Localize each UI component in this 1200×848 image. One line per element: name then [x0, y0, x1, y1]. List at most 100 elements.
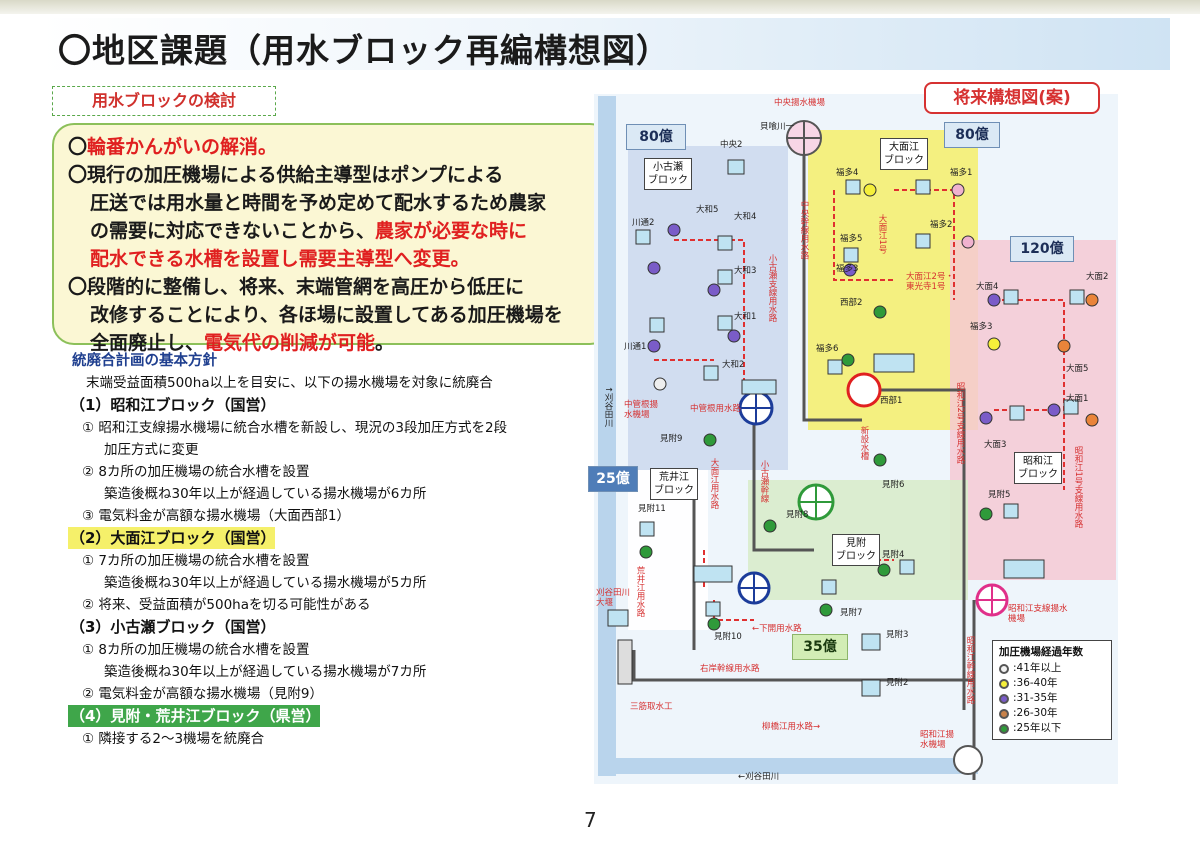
pipe-chuo — [802, 130, 862, 422]
label-kariyata-n: ↑刈谷田川 — [603, 386, 613, 428]
summary-line: 全面廃止し、電気代の削減が可能。 — [90, 332, 395, 354]
age-legend: 加圧機場経過年数 :41年以上 :36-40年 :31-35年 :26-30年 … — [992, 640, 1112, 740]
cost-showae: 120億 — [1010, 236, 1074, 262]
label-arai-canal: 荒井江用水路 — [635, 566, 645, 617]
block-showae: （1）昭和江ブロック（国営） ① 昭和江支線揚水機場に統合水槽を新設し、現況の3… — [70, 394, 572, 527]
policy-line: ② 将来、受益面積が500haを切る可能性がある — [82, 597, 371, 613]
station-label: 大面2 — [1086, 272, 1109, 282]
station-label: 大面5 — [1066, 364, 1089, 374]
legend-swatch-purple — [999, 693, 1009, 704]
station-label: 西部1 — [880, 396, 903, 406]
station-label: 川通1 — [624, 342, 647, 352]
block-omoe: （2）大面江ブロック（国営） ① 7カ所の加圧機場の統合水槽を設置 築造後概ね3… — [68, 527, 572, 616]
station-label: 見附7 — [840, 608, 863, 618]
label-showae-main-pump: 昭和江揚水機場 — [920, 730, 955, 750]
label-nakakanri: 中管根用水路 — [690, 404, 742, 414]
label-showae2: 昭和江2号支線用水路 — [955, 382, 965, 464]
legend-swatch-green — [999, 723, 1009, 734]
water-block-diagram — [594, 90, 1118, 784]
policy-heading: 統廃合計画の基本方針 — [72, 353, 217, 369]
station-label: 福多2 — [930, 220, 953, 230]
stations-green — [639, 305, 993, 631]
policy-line: ② 電気料金が高額な揚水機場（見附9） — [82, 686, 323, 702]
stations-yellow — [863, 183, 1001, 351]
station-label: 見附9 — [660, 434, 683, 444]
policy-line: ① 隣接する2～3機場を統廃合 — [82, 731, 265, 747]
stations-orange — [1057, 293, 1099, 427]
pipe-kogose — [752, 410, 814, 552]
label-kaisou: 貝喰川一 — [760, 122, 795, 132]
summary-line: 圧送では用水量と時間を予め定めて配水するため農家 — [90, 192, 547, 214]
cost-omoe: 80億 — [944, 122, 1000, 148]
station-label: 見附4 — [882, 550, 905, 560]
label-new-tank: 新設水槽 — [859, 426, 869, 460]
legend-item: :36-40年 — [999, 676, 1105, 691]
policy-line: 築造後概ね30年以上が経過している揚水機場が5カ所 — [104, 575, 427, 591]
pipe-ugan — [632, 650, 974, 682]
cost-arai: 25億 — [588, 466, 638, 492]
label-shimokai: ←下開用水路 — [752, 624, 802, 634]
pipe-showae — [862, 388, 966, 710]
summary-line: の需要に対応できないことから、農家が必要な時に — [90, 220, 528, 242]
label-kogose-main: 小古瀬幹線 — [759, 460, 769, 503]
summary-line: 配水できる水槽を設置し需要主導型へ変更。 — [90, 248, 470, 270]
summary-box: 〇輪番かんがいの解消。 〇現行の加圧機場による供給主導型はポンプによる 圧送では… — [52, 123, 612, 354]
page-title: 〇地区課題（用水ブロック再編構想図） — [58, 31, 670, 70]
river-bottom — [598, 758, 978, 774]
legend-swatch-brown — [999, 708, 1009, 719]
policy-section: 統廃合計画の基本方針 末端受益面積500ha以上を目安に、以下の揚水機場を対象に… — [68, 350, 572, 750]
label-omoe-ko: 大面江2号・東光寺1号 — [906, 272, 954, 292]
station-label: 大和4 — [734, 212, 757, 222]
station-label: 見附10 — [714, 632, 742, 642]
policy-line: 加圧方式に変更 — [104, 442, 199, 458]
station-label: 大和3 — [734, 266, 757, 276]
label-mitsuke-block: 見附 ブロック — [832, 534, 880, 566]
label-kariyata-weir: 刈谷田川大堰 — [596, 588, 631, 608]
label-nakabanne-pump: 中管根揚水機場 — [624, 400, 659, 420]
label-omoe-canal: 大面江用水路 — [709, 458, 719, 509]
summary-bullet-1: 〇輪番かんがいの解消。 — [68, 136, 278, 158]
label-ugan: 右岸幹線用水路 — [700, 664, 760, 674]
cost-kogose: 80億 — [626, 124, 686, 150]
stations-purple — [647, 223, 1061, 425]
legend-item: :41年以上 — [999, 661, 1105, 676]
policy-line: 築造後概ね30年以上が経過している揚水機場が7カ所 — [104, 664, 427, 680]
block-mitsuke-arai: （4）見附・荒井江ブロック（県営） ① 隣接する2～3機場を統廃合 — [68, 705, 572, 750]
weir — [607, 609, 629, 627]
tank-mitsuke — [797, 483, 835, 521]
legend-title: 加圧機場経過年数 — [999, 646, 1083, 658]
zone-showae — [950, 240, 1116, 580]
label-sanbukutori: 三筋取水工 — [630, 702, 673, 712]
policy-line: ③ 電気料金が高額な揚水機場（大面西部1） — [82, 508, 350, 524]
intake — [617, 639, 633, 685]
tank-kogose — [738, 390, 774, 426]
station-label: 見附6 — [882, 480, 905, 490]
station-label: 西部2 — [840, 298, 863, 308]
legend-item: :25年以下 — [999, 721, 1105, 736]
block-title: （4）見附・荒井江ブロック（県営） — [68, 705, 321, 727]
block-title: （2）大面江ブロック（国営） — [68, 527, 276, 549]
label-chuo-main: 中央幹線用水路 — [799, 200, 809, 260]
station-label: 福多5 — [840, 234, 863, 244]
station-label: 福多4 — [836, 168, 859, 178]
diagram-svg — [594, 94, 1118, 784]
label-showae-pump: 昭和江支線揚水機場 — [1008, 604, 1068, 624]
tank-omoe — [846, 372, 882, 408]
stations-grey — [653, 377, 667, 391]
station-label: 見附11 — [638, 504, 666, 514]
station-label: 大面3 — [984, 440, 1007, 450]
block-title: （3）小古瀬ブロック（国営） — [70, 618, 276, 636]
station-label: 福多3 — [970, 322, 993, 332]
summary-line: 改修することにより、各ほ場に設置してある加圧機場を — [90, 304, 563, 326]
water-tanks — [635, 159, 1085, 697]
river-left — [598, 96, 616, 776]
station-label: 大和5 — [696, 205, 719, 215]
label-arai-block: 荒井江 ブロック — [650, 468, 698, 500]
label-showae1: 昭和江1号支線用水路 — [1073, 446, 1083, 528]
label-yanagi: 柳橋江用水路→ — [762, 722, 821, 732]
future-plan-badge: 将来構想図(案) — [924, 82, 1100, 114]
block-title: （1）昭和江ブロック（国営） — [70, 396, 276, 414]
legend-swatch-yellow — [999, 678, 1009, 689]
cost-mitsuke: 35億 — [792, 634, 848, 660]
station-label: 福多3 — [836, 264, 859, 274]
